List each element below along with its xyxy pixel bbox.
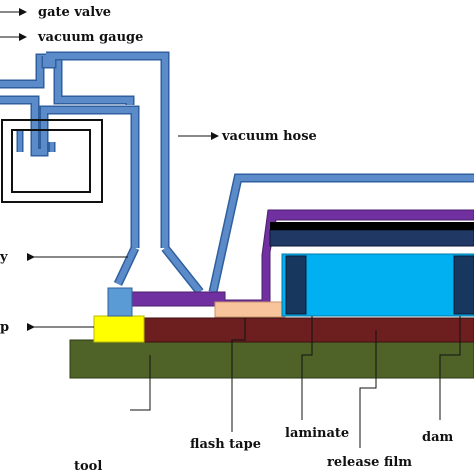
laminate-block [281,253,474,317]
gate-valve-label: gate valve [38,5,111,20]
sealant-tape [93,315,145,343]
tool-label: tool [74,459,102,474]
vacuum-hose [0,51,474,295]
dam-leader [439,316,461,420]
peel-ply-label: p [0,320,9,335]
dam-label: dam [422,430,454,445]
tool-plate [69,339,474,379]
caul-plate [270,222,474,230]
dam-left [285,255,307,315]
breather-label: y [0,250,8,265]
laminate-label: laminate [285,426,349,441]
release-film-label: release film [327,455,412,470]
tool-leader [130,355,151,411]
dam-right [453,255,474,315]
flash-tape-label: flash tape [190,437,261,452]
release-film-leader [359,330,377,448]
laminate-leader [301,316,313,420]
hose-connector [107,287,133,317]
vacuum-hose-label: vacuum hose [221,129,317,144]
flash-tape-strip [214,301,286,318]
vacuum-gauge-box [1,119,103,203]
top-plate [269,229,474,247]
flash-tape-leader [231,318,246,432]
vacuum-gauge-label: vacuum gauge [37,30,143,45]
base-plate [139,317,474,343]
gate-valve-box [11,129,91,193]
